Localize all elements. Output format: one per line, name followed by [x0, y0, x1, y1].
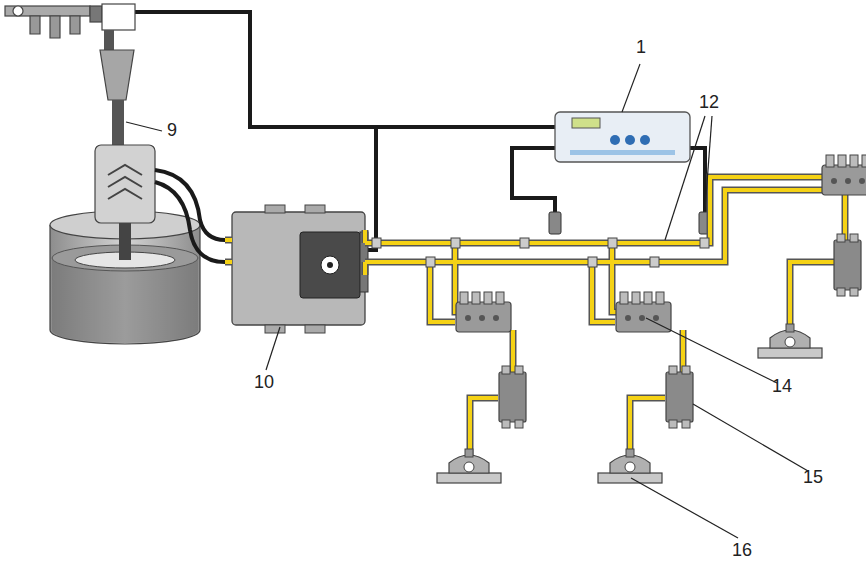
- callout-number: 16: [732, 541, 752, 559]
- callout-number: 9: [167, 121, 177, 139]
- callout-number: 15: [803, 468, 823, 486]
- callout-number: 14: [772, 377, 792, 395]
- callout-number: 1: [636, 38, 646, 56]
- callout-number: 10: [254, 373, 274, 391]
- callout-number: 12: [699, 93, 719, 111]
